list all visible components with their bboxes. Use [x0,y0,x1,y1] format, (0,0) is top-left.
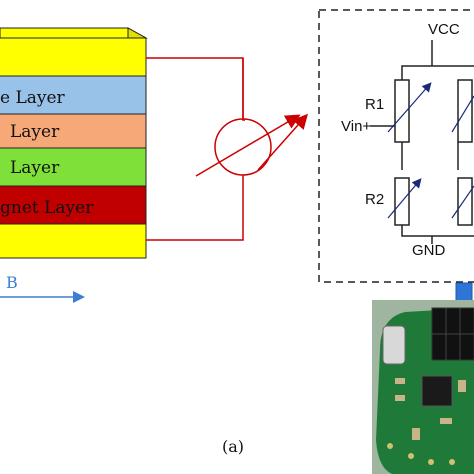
vcc-label: VCC [428,21,460,38]
layer-pinned [0,147,147,187]
r2-label: R2 [365,191,384,208]
pcb-pad-3 [428,459,434,465]
measurement-circuit [146,57,301,241]
pcb-pad-1 [387,443,393,449]
field-label: B [6,273,18,292]
bridge-panel: VCC GND Vin+ R1 R2 [318,9,474,283]
pcb-chip [421,375,453,407]
pcb-pad-4 [449,459,455,465]
caption: (a) [222,437,244,456]
layer-free-label: e Layer [0,88,66,108]
pcb-smd-5 [412,428,420,440]
layer-pinned-label: Layer [10,158,60,178]
r1-label: R1 [365,96,384,113]
circuit-wire-bottom [146,175,244,241]
resistor-r4 [451,177,474,226]
layer-free [0,75,147,115]
pcb-pad-2 [408,453,414,459]
pcb-crystal [382,325,406,365]
layer-top-yellow [0,37,147,77]
connector-arrow [257,113,308,171]
layer-spacer-label: Layer [10,122,60,142]
pcb-smd-4 [440,418,452,424]
resistor-r1 [387,79,432,143]
layer-bottom-yellow [0,223,147,259]
pcb-smd-2 [395,395,405,401]
pcb-smd-3 [458,380,466,392]
resistor-r2 [387,177,422,226]
bridge-dashed-border [318,9,474,283]
resistor-r3 [451,79,474,143]
stack-top-face [0,27,148,39]
pcb-photo [372,300,474,474]
vin-label: Vin+ [341,118,371,135]
layer-stack: e Layer Layer Layer gnet Layer B [0,27,148,303]
layer-magnet [0,185,147,225]
layer-magnet-label: gnet Layer [0,198,94,218]
ohmmeter-symbol [214,118,272,176]
layer-spacer [0,113,147,149]
circuit-wire-top [146,57,245,121]
variable-arrow [195,114,301,177]
gnd-label: GND [412,242,446,259]
pcb-smd-1 [395,378,405,384]
